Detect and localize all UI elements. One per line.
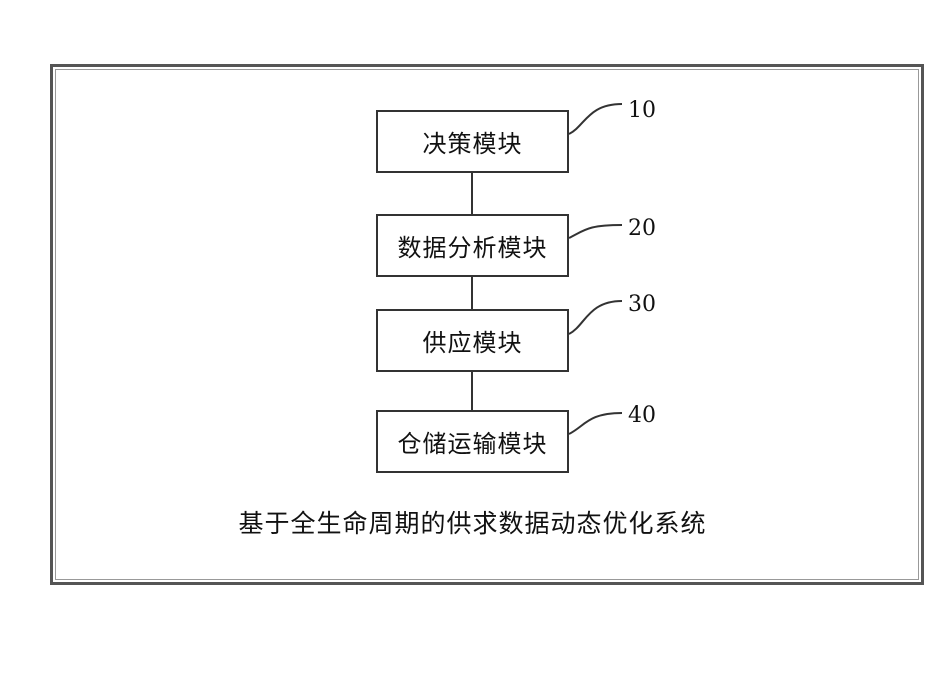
ref-label-30: 30 <box>628 292 656 317</box>
ref-label-40: 40 <box>628 403 656 428</box>
ref-label-20: 20 <box>628 216 656 241</box>
system-caption: 基于全生命周期的供求数据动态优化系统 <box>0 504 945 540</box>
leader-line-40 <box>569 413 622 434</box>
ref-label-10: 10 <box>628 98 656 123</box>
leader-line-20 <box>569 225 622 238</box>
leader-line-30 <box>569 301 622 334</box>
leader-line-10 <box>569 104 622 134</box>
